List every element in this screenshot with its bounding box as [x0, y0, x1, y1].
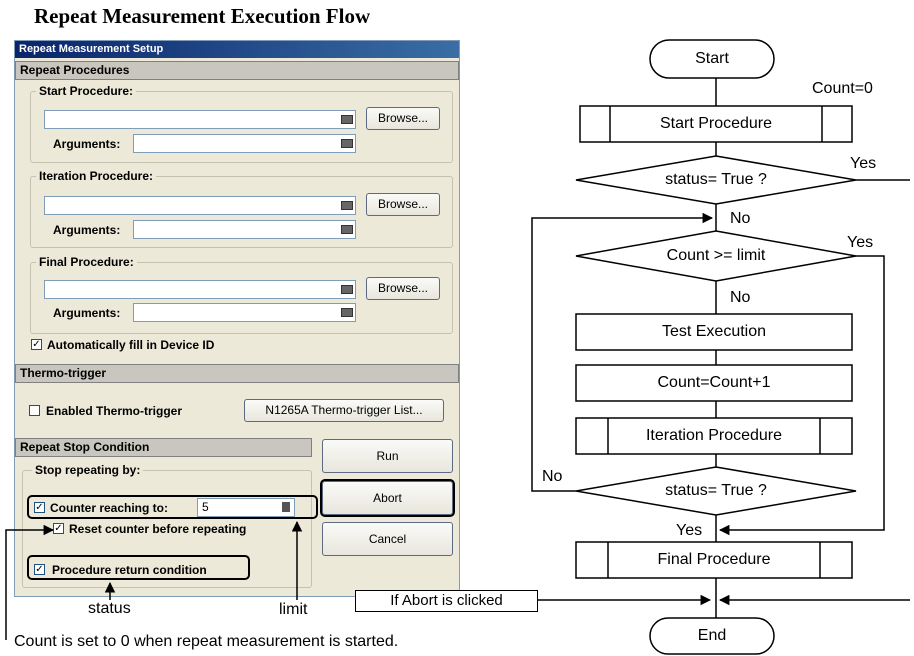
limit-yes-arrow	[718, 255, 885, 536]
final-procedure-label: Final Procedure	[657, 551, 771, 568]
iteration-arguments-label: Arguments:	[53, 223, 121, 237]
status-check-2-label: status= True ?	[665, 482, 767, 499]
yes-2-label: Yes	[847, 234, 874, 251]
stop-repeating-legend: Stop repeating by:	[32, 463, 144, 477]
iteration-procedure-box	[575, 417, 853, 455]
keyboard-icon[interactable]	[341, 139, 353, 148]
page-title: Repeat Measurement Execution Flow	[34, 4, 371, 28]
keyboard-icon[interactable]	[341, 308, 353, 317]
abort-note-box: If Abort is clicked	[355, 590, 538, 612]
test-execution-label: Test Execution	[661, 323, 767, 340]
keyboard-icon[interactable]	[341, 285, 353, 294]
repeat-procedures-header: Repeat Procedures	[15, 61, 459, 80]
procedure-return-highlight	[27, 555, 250, 580]
count-reset-arrow	[5, 524, 55, 640]
thermo-trigger-header: Thermo-trigger	[15, 364, 459, 383]
yes-3-label: Yes	[676, 522, 703, 539]
thermo-enable-checkbox[interactable]	[29, 405, 40, 416]
counter-checkbox[interactable]: ✓	[34, 502, 45, 513]
thermo-trigger-list-button[interactable]: N1265A Thermo-trigger List...	[244, 399, 444, 422]
final-procedure-browse-button[interactable]: Browse...	[366, 277, 440, 300]
run-button[interactable]: Run	[322, 439, 453, 473]
procedure-return-checkbox[interactable]: ✓	[34, 564, 45, 575]
end-terminal	[649, 617, 775, 655]
no-2-label: No	[730, 289, 751, 306]
iteration-procedure-path-input[interactable]	[44, 196, 356, 215]
keyboard-icon[interactable]	[341, 201, 353, 210]
count-increment-box	[575, 364, 853, 402]
start-procedure-group	[30, 91, 453, 163]
auto-fill-label: Automatically fill in Device ID	[47, 338, 215, 352]
abort-button[interactable]: Abort	[322, 481, 453, 515]
no-3-label: No	[542, 468, 563, 485]
iteration-procedure-group	[30, 176, 453, 248]
dialog-titlebar: Repeat Measurement Setup	[15, 41, 459, 58]
start-procedure-label: Start Procedure	[659, 115, 773, 132]
stop-repeating-group	[22, 470, 312, 588]
final-arguments-label: Arguments:	[53, 306, 121, 320]
final-procedure-legend: Final Procedure:	[36, 255, 137, 269]
keyboard-icon[interactable]	[341, 225, 353, 234]
start-arguments-label: Arguments:	[53, 137, 121, 151]
reset-counter-label: Reset counter before repeating	[69, 522, 247, 536]
limit-label: limit	[279, 601, 308, 618]
repeat-stop-header: Repeat Stop Condition	[15, 438, 312, 457]
loop-back-arrow	[531, 212, 714, 492]
count-init-label: Count=0	[812, 80, 873, 97]
yes-1-label: Yes	[850, 155, 877, 172]
status-check-1-label: status= True ?	[665, 171, 767, 188]
no-1-label: No	[730, 210, 751, 227]
counter-limit-input[interactable]: 5	[197, 498, 295, 517]
start-procedure-browse-button[interactable]: Browse...	[366, 107, 440, 130]
start-procedure-box	[579, 105, 853, 143]
start-terminal	[649, 39, 775, 79]
iteration-procedure-browse-button[interactable]: Browse...	[366, 193, 440, 216]
test-execution-box	[575, 313, 853, 351]
start-procedure-legend: Start Procedure:	[36, 84, 137, 98]
final-arguments-input[interactable]	[133, 303, 356, 322]
counter-label: Counter reaching to:	[50, 501, 169, 515]
start-label: Start	[695, 50, 729, 67]
auto-fill-checkbox[interactable]: ✓	[31, 339, 42, 350]
thermo-enable-label: Enabled Thermo-trigger	[46, 404, 183, 418]
iteration-procedure-legend: Iteration Procedure:	[36, 169, 157, 183]
count-reset-note: Count is set to 0 when repeat measuremen…	[14, 633, 399, 650]
count-increment-label: Count=Count+1	[657, 374, 771, 391]
status-label: status	[88, 600, 131, 617]
final-procedure-group	[30, 262, 453, 334]
procedure-return-label: Procedure return condition	[52, 563, 207, 577]
count-check-label: Count >= limit	[666, 247, 766, 264]
final-procedure-box	[575, 541, 853, 579]
cancel-button[interactable]: Cancel	[322, 522, 453, 556]
start-arguments-input[interactable]	[133, 134, 356, 153]
iteration-arguments-input[interactable]	[133, 220, 356, 239]
keyboard-icon[interactable]	[341, 115, 353, 124]
abort-highlight	[320, 479, 455, 517]
start-procedure-path-input[interactable]	[44, 110, 356, 129]
counter-highlight	[27, 495, 318, 519]
iteration-procedure-label: Iteration Procedure	[645, 427, 783, 444]
final-procedure-path-input[interactable]	[44, 280, 356, 299]
calculator-icon[interactable]	[282, 502, 290, 512]
end-label: End	[697, 627, 727, 644]
